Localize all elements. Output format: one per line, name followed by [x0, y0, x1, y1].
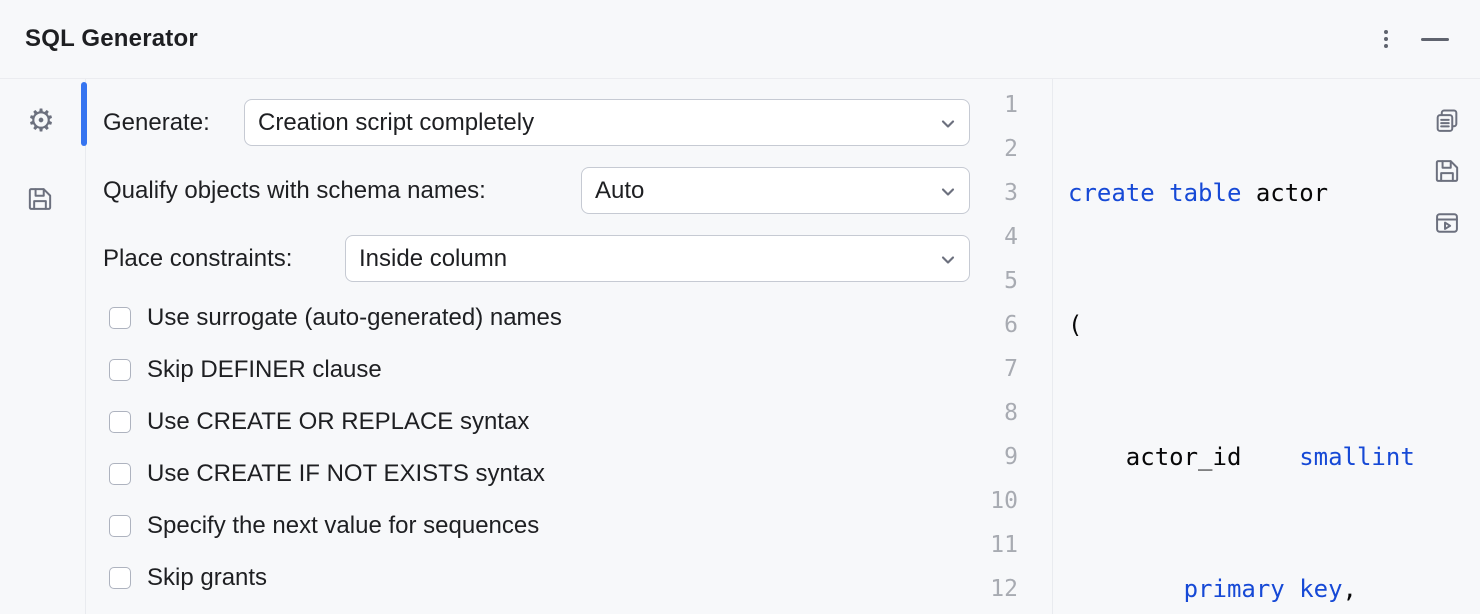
- minimize-icon[interactable]: [1418, 25, 1452, 53]
- checkbox-next-value-sequences[interactable]: Specify the next value for sequences: [109, 512, 540, 539]
- generate-select[interactable]: Creation script completely: [244, 99, 970, 146]
- checkbox-box[interactable]: [109, 515, 131, 537]
- line-number: 7: [1004, 356, 1018, 382]
- gear-icon[interactable]: ⚙: [22, 102, 60, 140]
- checkbox-create-or-replace[interactable]: Use CREATE OR REPLACE syntax: [109, 408, 530, 435]
- checkbox-box[interactable]: [109, 567, 131, 589]
- open-in-console-icon[interactable]: [1432, 208, 1462, 238]
- title-bar: SQL Generator: [0, 0, 1480, 79]
- save-icon[interactable]: [25, 184, 55, 214]
- kebab-menu-icon[interactable]: [1372, 25, 1400, 53]
- checkbox-label: Use CREATE IF NOT EXISTS syntax: [147, 460, 545, 487]
- code-line: create table actor: [1068, 179, 1329, 207]
- line-number: 11: [990, 532, 1018, 558]
- chevron-down-icon: [938, 181, 958, 209]
- generate-label: Generate:: [103, 109, 210, 136]
- line-number-gutter: 1 2 3 4 5 6 7 8 9 10 11 12: [958, 83, 1018, 611]
- gutter-divider: [1052, 79, 1053, 614]
- checkbox-skip-grants[interactable]: Skip grants: [109, 564, 268, 591]
- checkbox-box[interactable]: [109, 463, 131, 485]
- line-number: 3: [1004, 180, 1018, 206]
- line-number: 5: [1004, 268, 1018, 294]
- line-number: 12: [990, 576, 1018, 602]
- line-number: 8: [1004, 400, 1018, 426]
- dialog-title: SQL Generator: [25, 25, 198, 52]
- checkbox-box[interactable]: [109, 359, 131, 381]
- code-line: actor_id smallint: [1068, 443, 1415, 471]
- copy-icon[interactable]: [1432, 106, 1462, 136]
- checkbox-box[interactable]: [109, 411, 131, 433]
- constraints-select[interactable]: Inside column: [345, 235, 970, 282]
- constraints-value: Inside column: [359, 244, 508, 272]
- line-number: 4: [1004, 224, 1018, 250]
- line-number: 1: [1004, 92, 1018, 118]
- chevron-down-icon: [938, 249, 958, 277]
- checkbox-label: Use surrogate (auto-generated) names: [147, 304, 562, 331]
- qualify-select[interactable]: Auto: [581, 167, 970, 214]
- checkbox-label: Specify the next value for sequences: [147, 512, 540, 539]
- checkbox-use-surrogate-names[interactable]: Use surrogate (auto-generated) names: [109, 304, 562, 331]
- checkbox-skip-definer[interactable]: Skip DEFINER clause: [109, 356, 382, 383]
- qualify-value: Auto: [595, 176, 645, 204]
- checkbox-label: Skip DEFINER clause: [147, 356, 382, 383]
- checkbox-box[interactable]: [109, 307, 131, 329]
- chevron-down-icon: [938, 113, 958, 141]
- form-scrollbar-thumb[interactable]: [81, 82, 87, 146]
- constraints-label: Place constraints:: [103, 245, 293, 272]
- line-number: 9: [1004, 444, 1018, 470]
- line-number: 6: [1004, 312, 1018, 338]
- sidebar-divider: [85, 79, 86, 614]
- checkbox-label: Use CREATE OR REPLACE syntax: [147, 408, 530, 435]
- code-line: primary key,: [1183, 575, 1357, 603]
- save-icon[interactable]: [1432, 156, 1462, 186]
- checkbox-label: Skip grants: [147, 564, 268, 591]
- line-number: 2: [1004, 136, 1018, 162]
- line-number: 10: [990, 488, 1018, 514]
- code-line: (: [1068, 311, 1083, 339]
- checkbox-create-if-not-exists[interactable]: Use CREATE IF NOT EXISTS syntax: [109, 460, 545, 487]
- sql-preview-editor[interactable]: create table actor ( actor_id smallint p…: [1053, 83, 1419, 614]
- qualify-label: Qualify objects with schema names:: [103, 177, 486, 204]
- generate-value: Creation script completely: [258, 108, 535, 136]
